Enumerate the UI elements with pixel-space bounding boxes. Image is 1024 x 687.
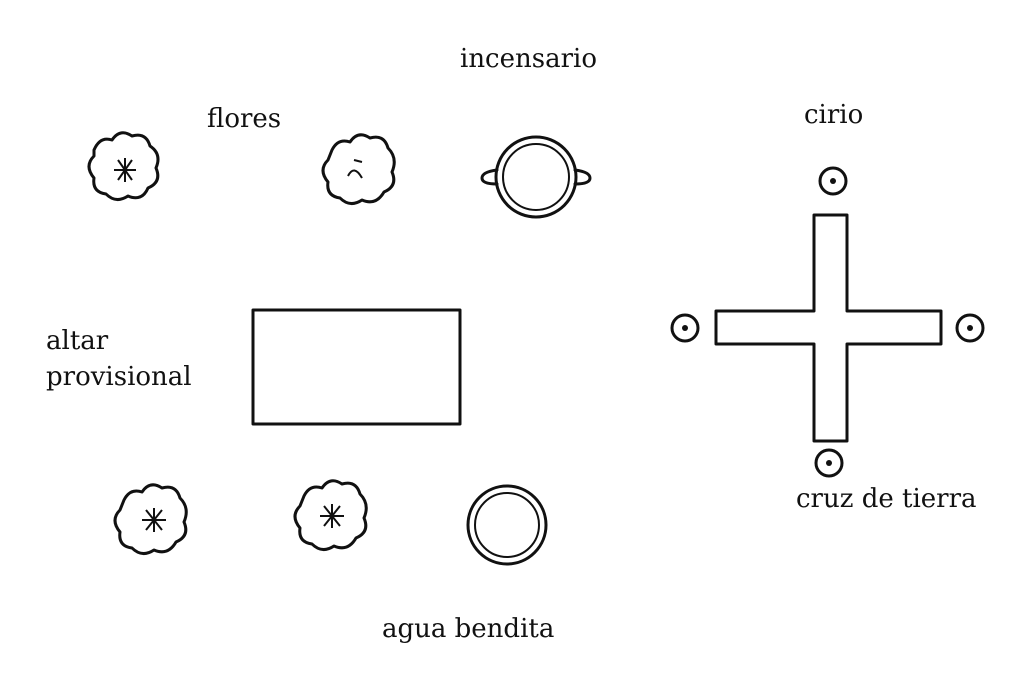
label-altar-line1: altar <box>46 326 109 356</box>
censer-icon <box>480 135 592 219</box>
candle-icon-right <box>955 313 985 343</box>
candle-icon-top <box>818 166 848 196</box>
label-altar-line2: provisional <box>46 362 192 392</box>
altar-rectangle <box>251 308 462 426</box>
candle-icon-left <box>670 313 700 343</box>
label-cirio: cirio <box>804 100 864 130</box>
holy-water-basin-icon <box>466 484 548 566</box>
flower-top-left <box>87 131 160 201</box>
earth-cross-shape <box>714 213 943 443</box>
flower-bottom-middle <box>293 479 368 551</box>
label-agua-bendita: agua bendita <box>382 614 555 644</box>
label-flores: flores <box>207 104 282 134</box>
label-cruz-de-tierra: cruz de tierra <box>796 484 977 514</box>
flower-bottom-left <box>113 483 188 555</box>
flower-top-middle <box>321 133 396 205</box>
label-incensario: incensario <box>460 44 597 74</box>
candle-icon-bottom <box>814 448 844 478</box>
